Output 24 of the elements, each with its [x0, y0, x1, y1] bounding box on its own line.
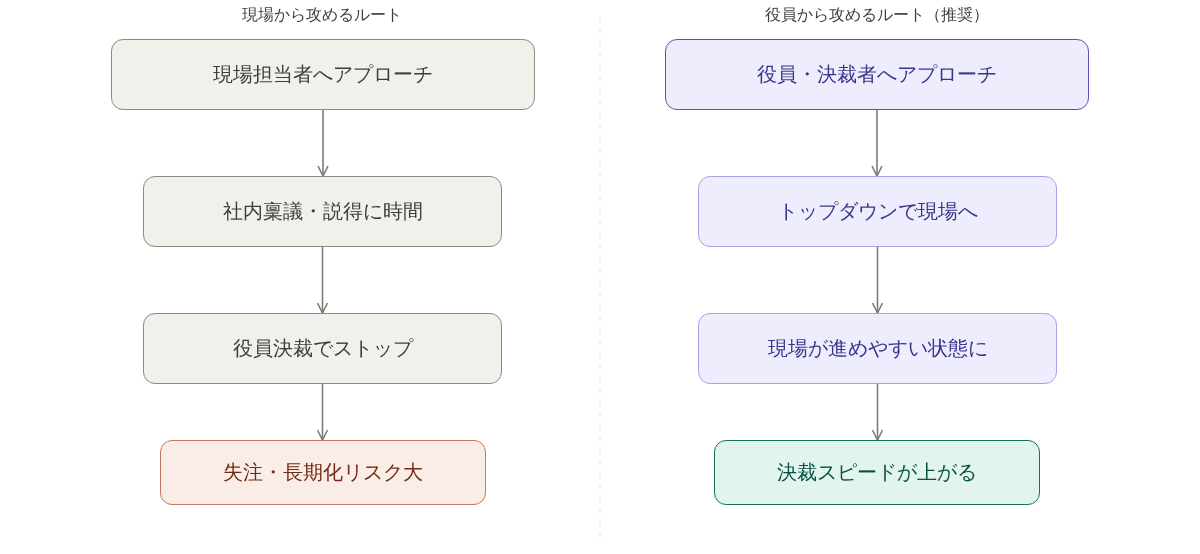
arrow: [316, 246, 329, 314]
box-label: 役員・決裁者へアプローチ: [757, 61, 997, 88]
box-label: 失注・長期化リスク大: [223, 459, 423, 486]
arrow: [871, 109, 883, 177]
process-box: [714, 440, 1040, 505]
process-box: [698, 176, 1057, 247]
process-box: [143, 313, 502, 384]
box-label: 現場担当者へアプローチ: [213, 61, 433, 88]
box-label: 役員決裁でストップ: [232, 335, 413, 362]
process-box: [698, 313, 1057, 384]
process-box: [160, 440, 486, 505]
box-label: トップダウンで現場へ: [777, 198, 978, 225]
arrow: [317, 109, 329, 177]
box-label: 決裁スピードが上がる: [777, 459, 977, 486]
arrow: [871, 246, 884, 314]
process-box: [665, 39, 1089, 110]
process-box: [111, 39, 535, 110]
arrow: [316, 383, 329, 441]
column-heading: 現場から攻めるルート: [242, 5, 402, 26]
arrow: [871, 383, 884, 441]
process-box: [143, 176, 502, 247]
box-label: 現場が進めやすい状態に: [767, 335, 988, 362]
column-heading: 役員から攻めるルート（推奨）: [765, 5, 989, 26]
box-label: 社内稟議・説得に時間: [222, 198, 423, 225]
